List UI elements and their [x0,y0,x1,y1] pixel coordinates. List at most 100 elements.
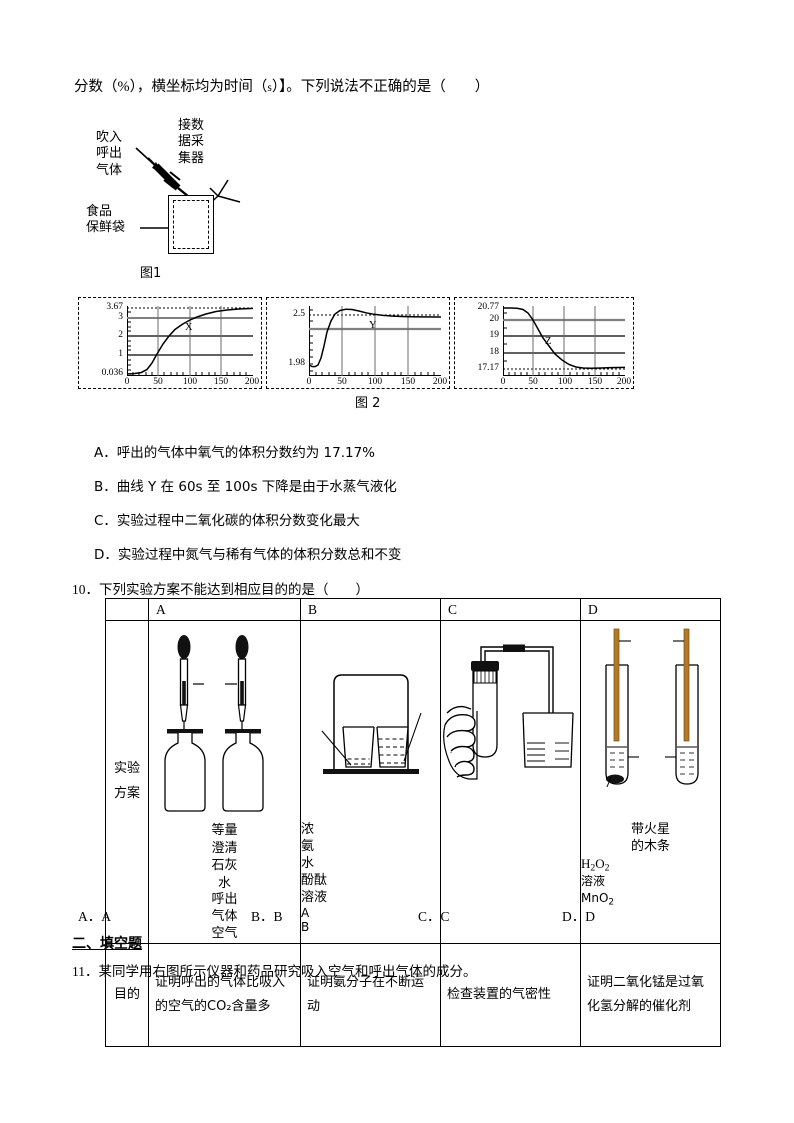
figure-2-caption: 图 2 [355,396,381,411]
figure-1-caption: 图1 [140,266,162,281]
beaker-label-a: A [301,906,310,921]
label-equal-limewater: 等量 澄清 石灰 水 [211,823,238,891]
chart-z-ytick-0: 20.77 [477,302,499,312]
fresh-keeping-bag-outline [168,195,214,254]
answer-choice-d: D．D [562,909,595,924]
question-10-stem: 10．下列实验方案不能达到相应目的的是（ ） [72,578,732,598]
option-a: A．呼出的气体中氧气的体积分数约为 17.17% [94,445,376,461]
answer-choice-c: C．C [418,909,450,924]
row-label-scheme-text: 实验 方案 [113,761,140,801]
chart-z-ytick-4: 17.17 [477,363,499,373]
table-scheme-row: 实验 方案 [105,620,721,944]
chart-z: 20.77 20 19 18 17.17 0 50 100 150 200 Z [454,297,634,389]
purpose-cell-d: 证明二氧化锰是过氧化氢分解的催化剂 [580,942,721,1047]
figure-1-apparatus: 吹入 呼出 气体 接数 据采 集器 食品 保鲜袋 [78,118,338,288]
stem-text-after: ）】。下列说法不正确的是（ ） [271,79,490,95]
chart-x-ytick-1: 3 [118,312,123,322]
purpose-text-d: 证明二氧化锰是过氧化氢分解的催化剂 [587,974,705,1014]
chart-x-curve-label: X [185,322,193,333]
scheme-cell-b: 浓 氨 水 酚酞 溶液 A B [300,620,441,944]
column-letter-c: C [448,601,458,617]
row-label-purpose: 目的 [105,942,149,1047]
chart-x-xtick-3: 150 [213,377,229,387]
chart-y-xtick-0: 0 [306,377,312,387]
chart-z-xtick-2: 100 [557,377,573,387]
chart-y-curve-label: Y [369,320,377,331]
chart-y-xtick-1: 50 [337,377,347,387]
question-10-answers: A．A B．B C．C D．D [78,905,718,924]
chart-y-xtick-2: 100 [367,377,383,387]
scheme-cell-a: 等量 澄清 石灰 水 呼出 气体 空气 [148,620,301,944]
chart-z-ytick-1: 20 [489,314,500,324]
scheme-a-diagram: 等量 澄清 石灰 水 呼出 气体 空气 [149,621,300,943]
chart-x-ytick-3: 1 [118,349,123,359]
answer-choice-b: B．B [251,909,283,924]
label-air-bottle: 空气 [211,925,238,941]
table-header-b: B [300,598,441,621]
label-exhaled-gas-bottle: 呼出 气体 [211,892,238,925]
stem-unit: s [267,82,272,94]
figure-2-charts: 3.67 3 2 1 0.036 0 50 100 150 200 X [78,297,634,389]
chart-x-xtick-4: 200 [244,377,260,387]
diagram-b-graphics [321,674,422,774]
purpose-cell-c: 检查装置的气密性 [440,942,581,1047]
row-label-scheme: 实验 方案 [105,620,149,944]
chart-x-xtick-2: 100 [182,377,198,387]
label-glowing-splint: 带火星 的木条 [630,822,670,854]
label-data-collector: 接数 据采 集器 [178,118,205,166]
purpose-text-a: 证明呼出的气体比吸入的空气的CO₂含量多 [155,974,286,1014]
chart-z-graphics [503,306,626,376]
chart-x: 3.67 3 2 1 0.036 0 50 100 150 200 X [78,297,262,389]
question-10-number: 10． [72,582,99,597]
table-header-c: C [440,598,581,621]
chart-z-xtick-3: 150 [587,377,603,387]
label-phenolphthalein-solution: 酚酞 溶液 [301,872,328,905]
chart-z-ytick-3: 18 [489,347,500,357]
chart-x-xtick-1: 50 [153,377,163,387]
diagram-d-graphics [605,628,699,788]
purpose-cell-b: 证明氨分子在不断运动 [300,942,441,1047]
label-fresh-keeping-bag: 食品 保鲜袋 [86,204,126,236]
stem-text-before: 分数（%），横坐标均为时间（ [74,79,268,95]
experiment-scheme-table: A B C D 实验 方案 [105,598,721,1047]
question-11: 11．某同学用右图所示仪器和药品研究吸入空气和呼出气体的成分。 [72,960,752,980]
chart-y-xtick-3: 150 [400,377,416,387]
row-label-purpose-text: 目的 [113,986,140,1002]
question-11-number: 11． [72,964,99,979]
chart-y-ytick-1: 1.98 [288,358,305,368]
question-stem: 分数（%），横坐标均为时间（s）】。下列说法不正确的是（ ） [74,76,734,99]
label-hydrogen-peroxide-solution: H2O2 溶液 [581,855,610,889]
column-letter-d: D [588,601,598,617]
scheme-b-diagram: 浓 氨 水 酚酞 溶液 A B [301,621,440,943]
column-letter-b: B [308,601,318,617]
diagram-a-graphics [164,635,264,812]
chart-y-ytick-0: 2.5 [293,309,305,319]
purpose-cell-a: 证明呼出的气体比吸入的空气的CO₂含量多 [148,942,301,1047]
chart-x-xtick-0: 0 [124,377,130,387]
scheme-c-diagram [441,621,580,943]
table-header-row: A B C D [105,598,721,621]
fresh-keeping-bag-inner [173,200,209,249]
chart-x-graphics [126,306,254,376]
option-c: C．实验过程中二氧化碳的体积分数变化最大 [94,512,360,529]
chart-z-curve-label: Z [545,336,552,347]
purpose-text-c: 检查装置的气密性 [447,986,552,1002]
chart-x-ytick-2: 2 [118,330,123,340]
table-header-a: A [148,598,301,621]
beaker-label-b: B [301,920,310,935]
label-concentrated-ammonia: 浓 氨 水 [301,822,315,871]
answer-choice-a: A．A [78,909,111,924]
scheme-d-diagram: 带火星 的木条 H2O2 溶液 MnO2 [581,621,720,943]
diagram-c-graphics [443,644,574,780]
table-header-d: D [580,598,721,621]
figure-1-lines [135,147,241,229]
scheme-cell-d: 带火星 的木条 H2O2 溶液 MnO2 [580,620,721,944]
chart-y: 2.5 1.98 0 50 100 150 200 Y [266,297,450,389]
question-9-options: A．呼出的气体中氧气的体积分数约为 17.17% B．曲线 Y 在 60s 至 … [94,443,734,579]
option-d: D．实验过程中氮气与稀有气体的体积分数总和不变 [94,546,402,563]
column-letter-a: A [156,601,166,617]
purpose-text-b: 证明氨分子在不断运动 [307,974,425,1014]
question-10-text: 下列实验方案不能达到相应目的的是（ ） [99,582,369,598]
chart-x-ytick-0: 3.67 [106,302,123,312]
